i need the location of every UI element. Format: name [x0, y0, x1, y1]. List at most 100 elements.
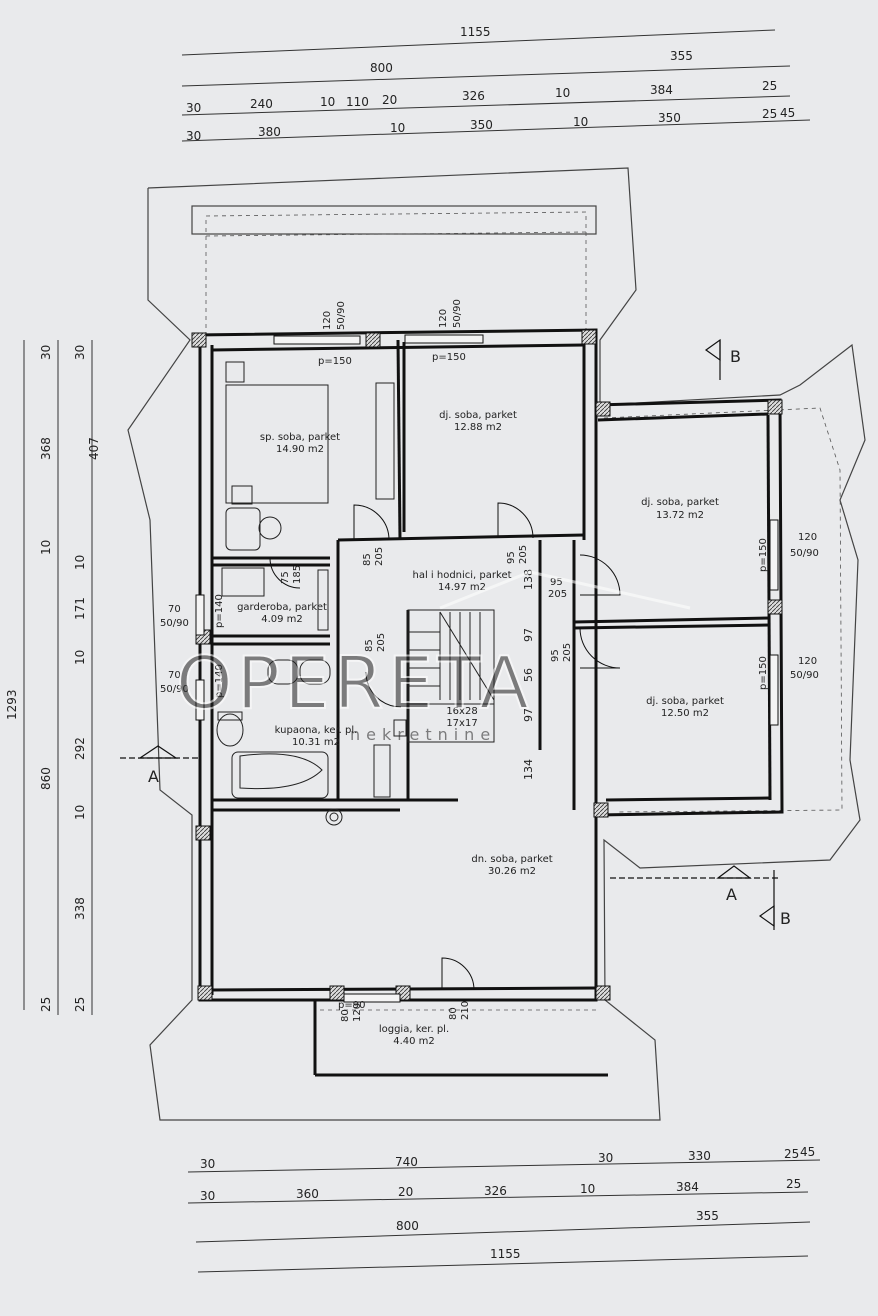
dim-bot-r2-25: 25 [786, 1177, 801, 1191]
dim-left-10a: 10 [73, 555, 87, 570]
dim-left-407: 407 [87, 437, 101, 460]
dim-bot-r1-740: 740 [395, 1155, 418, 1169]
bottom-dimensions [187, 1159, 821, 1273]
d-bed-bottom: 205 [374, 547, 385, 566]
d-kid1-top: 95 [506, 551, 517, 564]
room-living-area: 30.26 m2 [488, 866, 536, 877]
room-wardrobe-name: garderoba, parket [237, 602, 327, 613]
w-kid2-top: 120 [798, 532, 817, 543]
sill-ward: p=140 [214, 594, 225, 628]
stairs-bottom: 17x17 [446, 718, 477, 729]
dim-top-r4-10b: 10 [573, 115, 588, 129]
dim-top-355: 355 [670, 49, 693, 63]
dim-top-r4-25: 25 [762, 107, 777, 121]
dim-bot-r2-20: 20 [398, 1185, 413, 1199]
d-kid2-bottom: 205 [548, 589, 567, 600]
windows [195, 334, 779, 1003]
dim-top-r4-10a: 10 [390, 121, 405, 135]
d-kid2-top: 95 [550, 577, 563, 588]
dim-top-r4-350a: 350 [470, 118, 493, 132]
dim-top-r3-10a: 10 [320, 95, 335, 109]
dim-top-r3-110: 110 [346, 95, 369, 109]
dim-left-30b: 30 [73, 345, 87, 360]
watermark-brand: OPERETA [176, 641, 533, 725]
top-dimensions [181, 29, 811, 142]
dim-left-25b: 25 [73, 997, 87, 1012]
room-kid2-name: dj. soba, parket [641, 497, 719, 508]
dim-bot-r2-326: 326 [484, 1184, 507, 1198]
hall-dim-97a: 97 [522, 628, 535, 642]
furniture [216, 361, 407, 826]
d-bath-bottom: 205 [376, 633, 387, 652]
left-dimensions [23, 340, 93, 1015]
dim-left-10b: 10 [39, 540, 53, 555]
sill-kid2: p=150 [758, 538, 769, 572]
d-kid1-bottom: 205 [518, 545, 529, 564]
dim-top-r3-30: 30 [186, 101, 201, 115]
dim-top-r3-384: 384 [650, 83, 673, 97]
sill-bath: p=140 [214, 664, 225, 698]
w-bed-bottom: 50/90 [336, 301, 347, 330]
dim-left-1293: 1293 [5, 689, 19, 720]
w-kid3-bottom: 50/90 [790, 670, 819, 681]
room-bedroom-name: sp. soba, parket [260, 432, 340, 443]
dim-left-171: 171 [73, 597, 87, 620]
columns [191, 329, 783, 1001]
d-loggia-r-top: 80 [448, 1007, 459, 1020]
w-ward-bottom: 50/90 [160, 618, 189, 629]
watermark: OPERETA nekretnine [175, 570, 691, 744]
room-bath-area: 10.31 m2 [292, 737, 340, 748]
hall-dim-97b: 97 [522, 708, 535, 722]
hall-dim-134: 134 [522, 759, 535, 780]
section-a-right: A [726, 885, 737, 904]
section-b-top: B [730, 347, 741, 366]
w-bath-top: 70 [168, 670, 181, 681]
watermark-sub: nekretnine [350, 725, 496, 744]
w-kid1-top: 120 [438, 309, 449, 328]
dim-left-338: 338 [73, 897, 87, 920]
room-hall-area: 14.97 m2 [438, 582, 486, 593]
dim-bot-r1-30b: 30 [598, 1151, 613, 1165]
sill-bed: p=150 [318, 356, 352, 367]
dim-bot-r1-25: 25 [784, 1147, 799, 1161]
d-bath-top: 85 [364, 639, 375, 652]
section-markers [120, 338, 780, 930]
room-living-name: dn. soba, parket [471, 854, 552, 865]
section-a-left: A [148, 767, 159, 786]
roof-dashed [205, 211, 843, 1011]
dim-bot-r1-45: 45 [800, 1145, 815, 1159]
w-bath-bottom: 50/90 [160, 684, 189, 695]
dim-left-30a: 30 [39, 345, 53, 360]
dim-bot-r2-10: 10 [580, 1182, 595, 1196]
w-kid3-top: 120 [798, 656, 817, 667]
dim-left-25a: 25 [39, 997, 53, 1012]
dim-left-860: 860 [39, 767, 53, 790]
dim-top-r4-45: 45 [780, 106, 795, 120]
dim-left-368: 368 [39, 437, 53, 460]
sill-kid1: p=150 [432, 352, 466, 363]
staircase [407, 609, 495, 743]
room-loggia-area: 4.40 m2 [393, 1036, 435, 1047]
dim-top-r3-10b: 10 [555, 86, 570, 100]
dim-bot-1155: 1155 [490, 1247, 521, 1261]
d-loggia-l-top: 80 [340, 1009, 351, 1022]
dim-bot-r1-30a: 30 [200, 1157, 215, 1171]
room-bath-name: kupaona, ker. pl. [275, 725, 358, 736]
dim-bot-r2-384: 384 [676, 1180, 699, 1194]
dim-bot-800: 800 [396, 1219, 419, 1233]
room-kid1-area: 12.88 m2 [454, 422, 502, 433]
stairs-top: 16x28 [446, 706, 477, 717]
dim-top-r4-30: 30 [186, 129, 201, 143]
sill-loggia: p=90 [338, 1000, 365, 1011]
dim-left-292: 292 [73, 737, 87, 760]
room-kid2-area: 13.72 m2 [656, 510, 704, 521]
section-b-bottom: B [780, 909, 791, 928]
dim-top-r3-25: 25 [762, 79, 777, 93]
dim-bot-r2-360: 360 [296, 1187, 319, 1201]
dim-top-1155: 1155 [460, 25, 491, 39]
dim-top-r3-326: 326 [462, 89, 485, 103]
hall-dim-56: 56 [522, 668, 535, 682]
d-bed-top: 85 [362, 553, 373, 566]
room-bedroom-area: 14.90 m2 [276, 444, 324, 455]
